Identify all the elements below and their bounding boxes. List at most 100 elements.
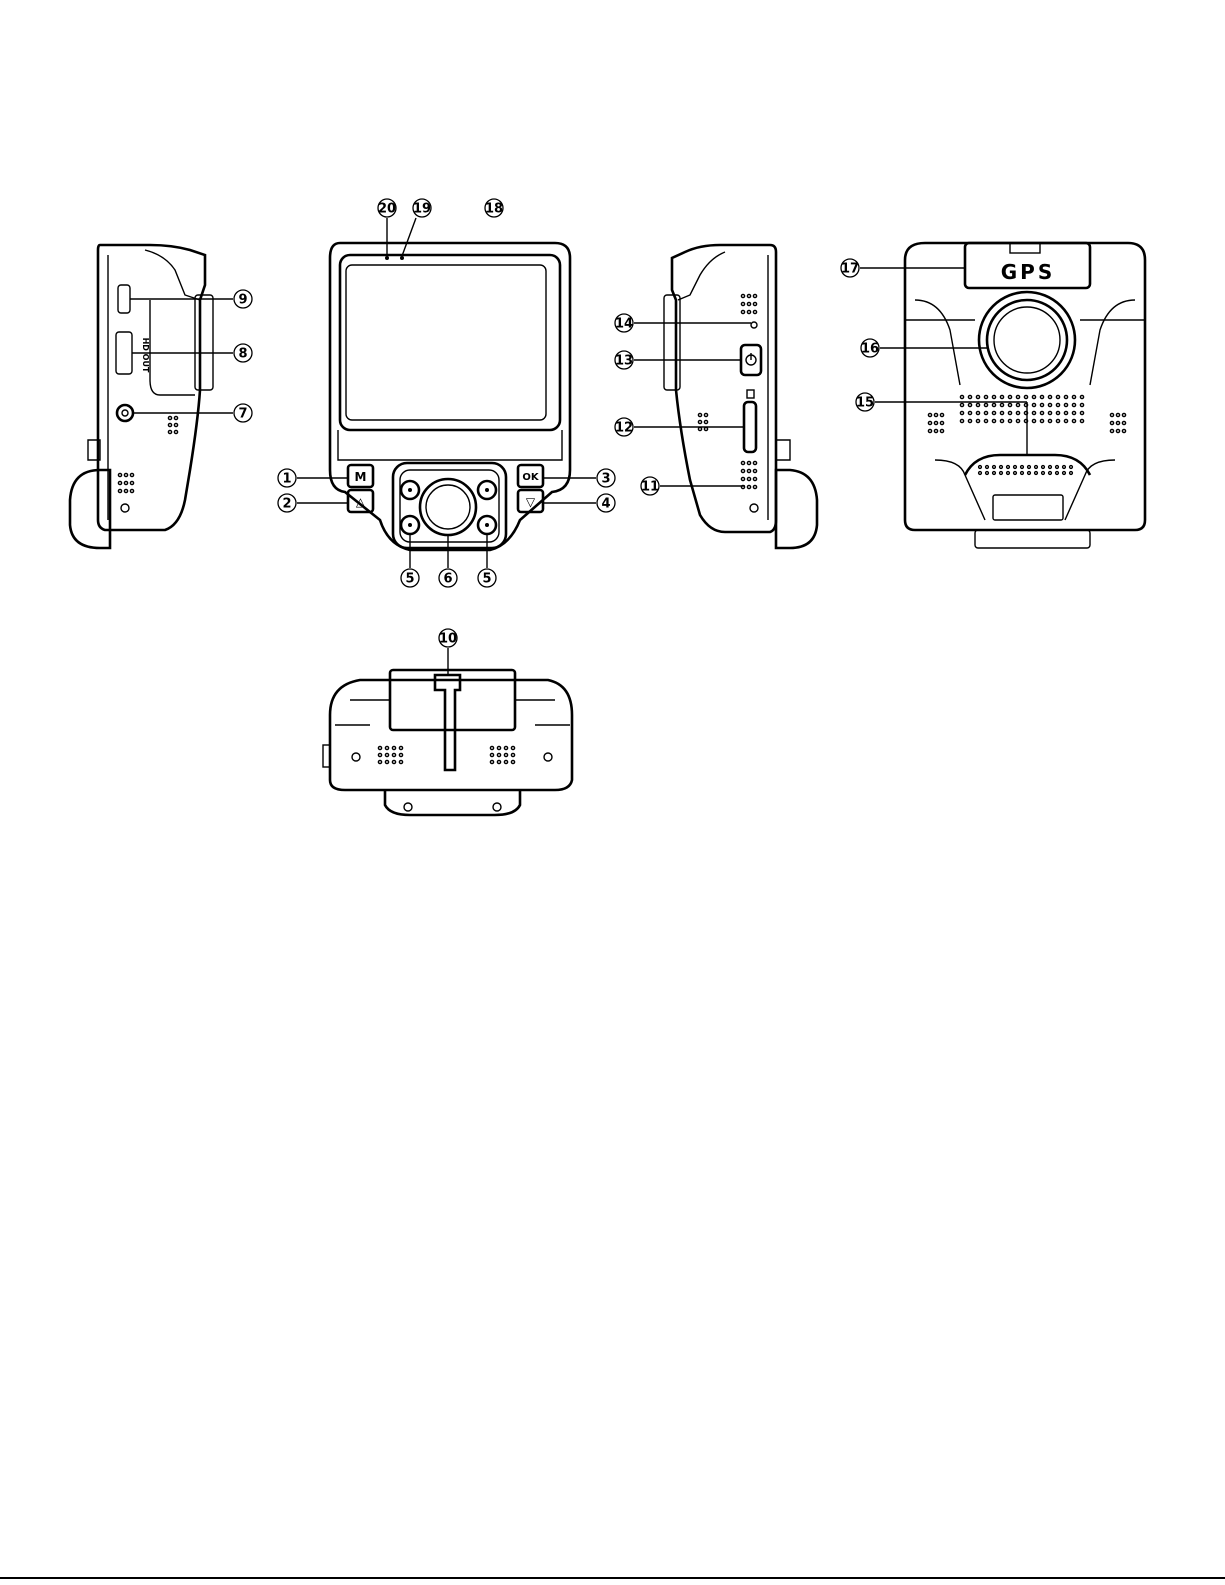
callout-number: 11 [641, 480, 659, 495]
vent-hole [984, 419, 987, 422]
callout-11: 11 [641, 477, 659, 495]
vent-hole [1016, 419, 1019, 422]
vent-hole [1064, 395, 1067, 398]
callout-3: 3 [597, 469, 615, 487]
vent-hole [1040, 411, 1043, 414]
vent-hole [1035, 466, 1038, 469]
vent-hole [984, 403, 987, 406]
vent-hole [1048, 419, 1051, 422]
vent-hole [934, 421, 937, 424]
callout-number: 10 [439, 632, 457, 647]
callout-number: 2 [282, 497, 291, 512]
vent-hole [934, 413, 937, 416]
callout-number: 12 [615, 421, 633, 436]
ok-button-label: OK [522, 472, 540, 483]
vent-hole [976, 411, 979, 414]
callout-12: 12 [615, 418, 633, 436]
vent-hole [1064, 403, 1067, 406]
vent-hole [1008, 403, 1011, 406]
vent-hole [1008, 419, 1011, 422]
hd-out-port [116, 332, 132, 374]
vent-hole [1110, 429, 1113, 432]
vent-hole [1056, 411, 1059, 414]
vent-hole [1056, 403, 1059, 406]
callout-1: 1 [278, 469, 296, 487]
front-lens [994, 307, 1060, 373]
vent-hole [1072, 419, 1075, 422]
vent-hole [986, 472, 989, 475]
vent-hole [1016, 411, 1019, 414]
vent-hole [976, 395, 979, 398]
callout-number: 17 [841, 262, 859, 277]
callout-number: 3 [601, 472, 610, 487]
left-side-view: HD OUT [70, 245, 213, 548]
vent-hole [1007, 472, 1010, 475]
hd-out-label: HD OUT [141, 338, 150, 373]
vent-hole [1048, 403, 1051, 406]
vent-hole [960, 411, 963, 414]
vent-hole [1072, 403, 1075, 406]
callout-number: 8 [238, 347, 247, 362]
callout-number: 9 [238, 293, 247, 308]
vent-hole [986, 466, 989, 469]
vent-hole [992, 395, 995, 398]
vent-hole [1056, 472, 1059, 475]
vent-hole [1000, 395, 1003, 398]
vent-hole [1042, 472, 1045, 475]
callout-number: 15 [856, 396, 874, 411]
vent-hole [992, 403, 995, 406]
rear-lens [420, 479, 476, 535]
callout-2: 2 [278, 494, 296, 512]
down-button-label: ▽ [526, 495, 536, 509]
gps-label: GPS [1001, 260, 1055, 284]
vent-hole [984, 411, 987, 414]
callout-number: 5 [405, 572, 414, 587]
menu-button-label: M [355, 470, 367, 484]
vent-hole [1070, 466, 1073, 469]
callout-number: 13 [615, 354, 633, 369]
callout-15: 15 [856, 393, 874, 411]
callout-17: 17 [841, 259, 859, 277]
callout-number: 16 [861, 342, 879, 357]
vent-hole [960, 395, 963, 398]
vent-hole [1110, 413, 1113, 416]
vent-hole [1049, 466, 1052, 469]
callout-5: 5 [401, 569, 419, 587]
vent-hole [1048, 395, 1051, 398]
callout-number: 5 [482, 572, 491, 587]
vent-hole [979, 466, 982, 469]
vent-hole [1056, 466, 1059, 469]
right-side-view [664, 245, 817, 548]
callout-number: 20 [378, 202, 396, 217]
callout-4: 4 [597, 494, 615, 512]
vent-hole [1072, 411, 1075, 414]
vent-hole [1049, 472, 1052, 475]
vent-hole [979, 472, 982, 475]
vent-hole [1000, 466, 1003, 469]
vent-hole [1000, 411, 1003, 414]
vent-hole [1000, 472, 1003, 475]
callout-10: 10 [439, 629, 457, 647]
vent-hole [1056, 419, 1059, 422]
vent-hole [1122, 429, 1125, 432]
vent-hole [976, 419, 979, 422]
callout-5: 5 [478, 569, 496, 587]
vent-hole [1040, 403, 1043, 406]
vent-hole [928, 429, 931, 432]
vent-hole [1116, 421, 1119, 424]
vent-hole [940, 429, 943, 432]
vent-hole [1116, 413, 1119, 416]
av-jack [117, 405, 133, 421]
vent-hole [934, 429, 937, 432]
vent-hole [1064, 411, 1067, 414]
vent-hole [1122, 421, 1125, 424]
vent-hole [1116, 429, 1119, 432]
vent-hole [976, 403, 979, 406]
vent-hole [960, 419, 963, 422]
sd-card-slot [744, 402, 756, 452]
vent-hole [1032, 411, 1035, 414]
vent-hole [928, 421, 931, 424]
vent-hole [984, 395, 987, 398]
vent-hole [1016, 395, 1019, 398]
vent-hole [1063, 466, 1066, 469]
